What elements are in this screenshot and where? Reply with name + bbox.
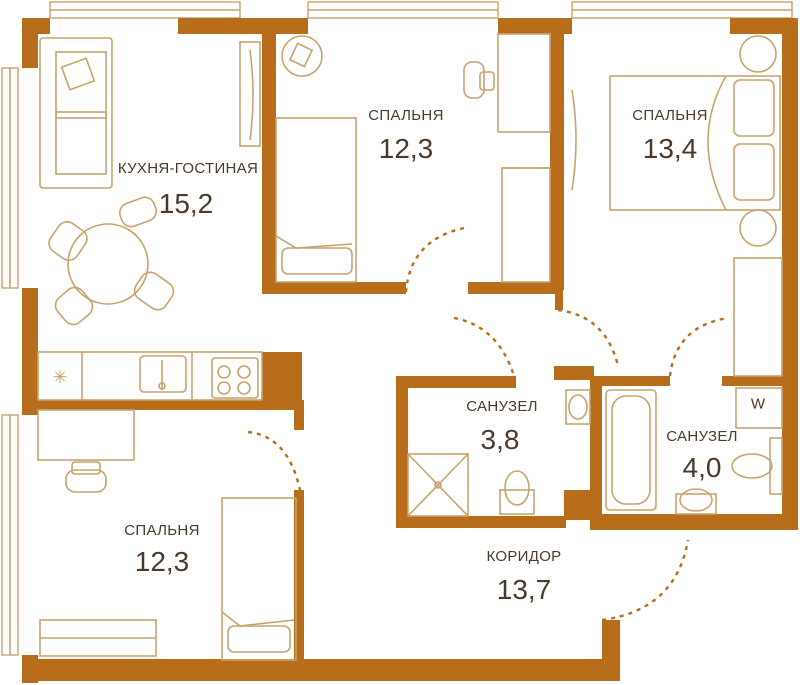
room-name-bathroom-right: САНУЗЕЛ: [666, 428, 738, 445]
windows-left: [1, 67, 19, 656]
room-name-corridor: КОРИДОР: [486, 548, 562, 565]
room-name-bathroom-left: САНУЗЕЛ: [466, 398, 538, 415]
bedroom-mid-furniture: [275, 33, 551, 283]
svg-text:✳: ✳: [52, 367, 67, 388]
room-name-bedroom-top-mid: СПАЛЬНЯ: [368, 107, 444, 124]
room-name-kitchen-living: КУХНЯ-ГОСТИНАЯ: [117, 160, 259, 177]
kitchen-counter: ✳: [37, 351, 263, 401]
doors: [247, 226, 729, 622]
room-area-bedroom-top-mid: 12,3: [378, 133, 434, 164]
walls: [22, 18, 798, 683]
sofa: [39, 37, 113, 189]
bedroom-bottom-furniture: [37, 409, 297, 661]
room-area-corridor: 13,7: [496, 574, 552, 605]
room-area-bedroom-top-right: 13,4: [642, 133, 698, 164]
bathroom-right-fixtures: [605, 387, 783, 515]
dining-set: [48, 196, 175, 326]
room-area-bathroom-left: 3,8: [480, 424, 520, 455]
washer-label: W: [750, 395, 766, 413]
room-area-bedroom-bottom-left: 12,3: [134, 546, 190, 577]
room-name-bedroom-top-right: СПАЛЬНЯ: [632, 107, 708, 124]
tv-unit: [239, 41, 261, 147]
bathroom-left-fixtures: [407, 389, 591, 517]
room-name-bedroom-bottom-left: СПАЛЬНЯ: [124, 522, 200, 539]
room-area-kitchen-living: 15,2: [158, 188, 214, 219]
windows-top: [49, 1, 793, 19]
bedroom-right-furniture: [571, 35, 783, 377]
room-area-bathroom-right: 4,0: [682, 452, 722, 483]
